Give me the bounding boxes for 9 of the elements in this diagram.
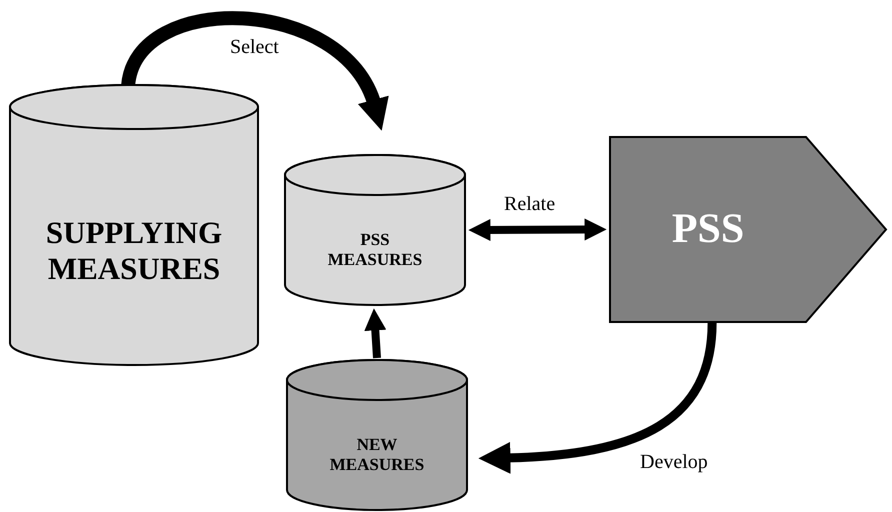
node-label: SUPPLYING MEASURES — [44, 215, 224, 287]
edge-label: Develop — [638, 451, 710, 474]
arrow — [121, 11, 388, 130]
arrow — [478, 322, 717, 474]
node-label: NEW MEASURES — [328, 435, 426, 475]
arrow — [364, 308, 386, 358]
node-label: PSS MEASURES — [326, 230, 424, 270]
node-label: PSS — [672, 205, 744, 254]
arrow — [468, 218, 607, 241]
